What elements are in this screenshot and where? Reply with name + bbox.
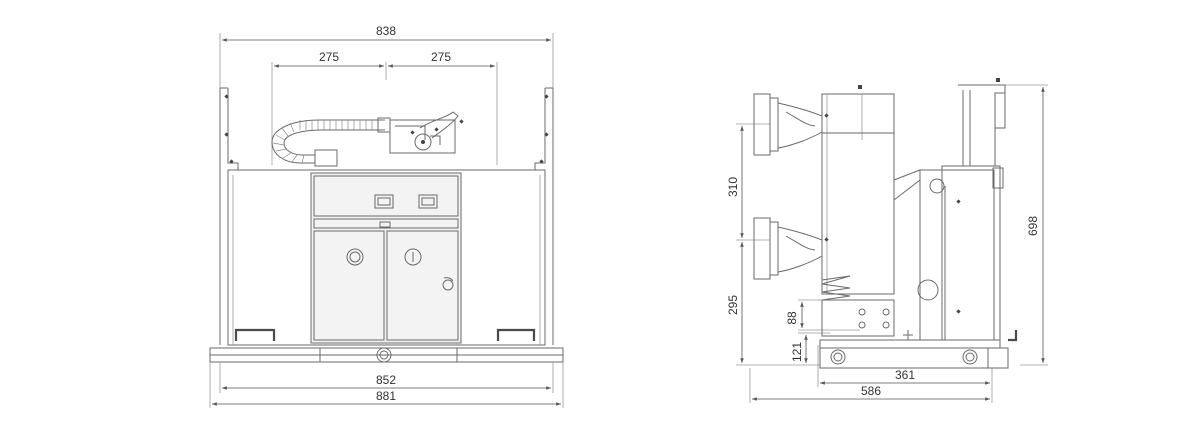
dim-label-838: 838 — [376, 24, 396, 38]
dim-label-295: 295 — [726, 295, 740, 315]
pole-column — [821, 85, 921, 330]
mechanism-box — [917, 165, 1004, 341]
handles — [234, 328, 536, 341]
lower-bracket — [821, 299, 913, 340]
dim-label-586: 586 — [861, 384, 881, 398]
flexible-cable — [229, 111, 544, 167]
base-rail: 852 881 — [209, 347, 564, 408]
dimension-310-295: 310 295 — [726, 123, 820, 366]
dimension-275-pair: 275 275 — [271, 50, 498, 165]
spring — [821, 275, 851, 301]
dimension-838: 838 — [219, 24, 554, 90]
dim-label-361: 361 — [895, 368, 915, 382]
dim-label-275-left: 275 — [319, 50, 339, 64]
front-view: 838 275 275 — [209, 24, 564, 408]
dimension-698: 698 — [1005, 84, 1048, 366]
top-bracket — [958, 78, 1006, 166]
side-view: 310 295 88 121 698 361 58 — [726, 78, 1048, 403]
dim-label-275-right: 275 — [431, 50, 451, 64]
dim-label-852: 852 — [376, 373, 396, 387]
dim-label-121: 121 — [790, 342, 804, 362]
dim-label-881: 881 — [376, 389, 396, 403]
dimension-88-121: 88 121 — [785, 299, 860, 363]
upper-frame — [219, 87, 554, 345]
upper-contact-arm — [753, 93, 823, 156]
chassis — [819, 330, 1018, 369]
dim-label-88: 88 — [785, 311, 799, 325]
breaker-body — [227, 169, 546, 346]
dim-label-698: 698 — [1026, 216, 1040, 236]
dimension-361-586: 361 586 — [749, 345, 993, 403]
dim-label-310: 310 — [726, 177, 740, 197]
lower-contact-arm — [753, 217, 823, 280]
